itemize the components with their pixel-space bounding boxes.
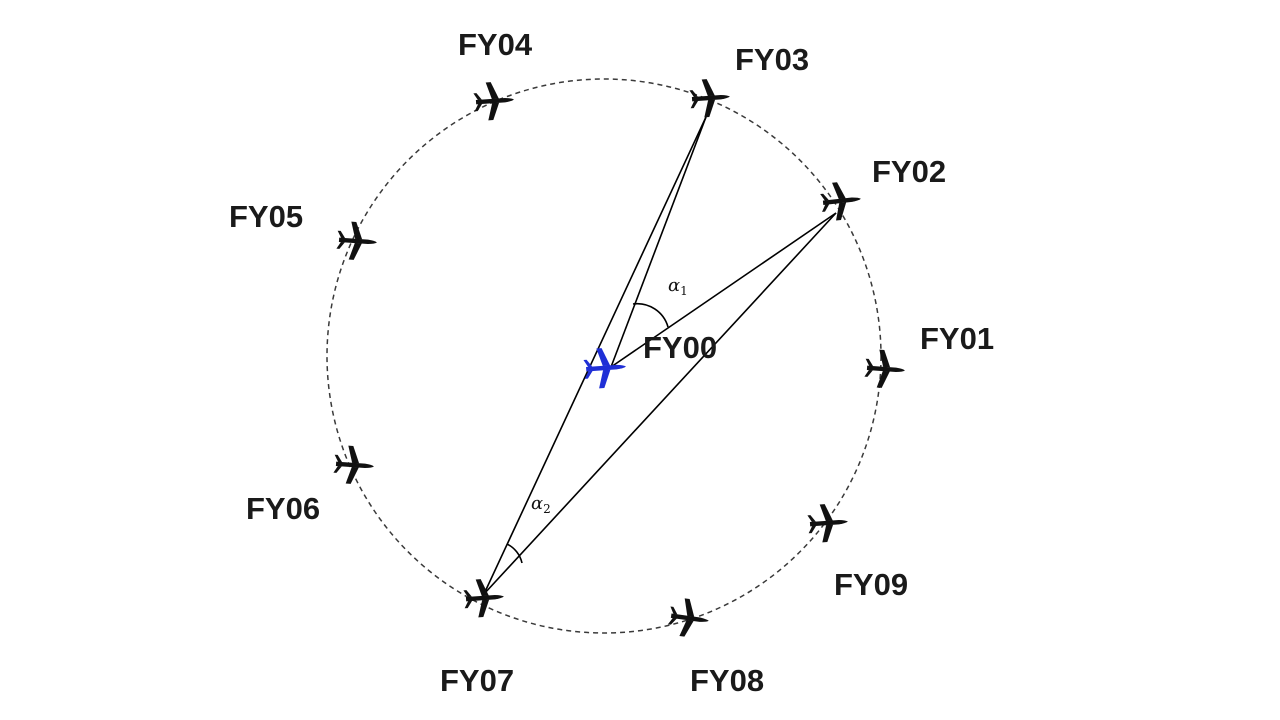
label-fy06: FY06 <box>246 491 320 526</box>
airplane-icon-fy03 <box>688 77 732 119</box>
airplane-icon-fy02 <box>819 179 863 222</box>
geometry-lines <box>483 116 837 595</box>
line-fy07-fy03 <box>483 116 707 595</box>
airplane-icon-fy09 <box>806 502 850 544</box>
angle-label-alpha2: α2 <box>531 493 551 516</box>
airplane-icon-fy06 <box>332 444 376 486</box>
label-fy04: FY04 <box>458 27 533 62</box>
label-fy02: FY02 <box>872 154 946 189</box>
aircraft-icons <box>332 77 907 640</box>
line-fy00-fy02 <box>610 212 837 368</box>
airplane-icon-fy01 <box>863 348 907 390</box>
label-fy09: FY09 <box>834 567 908 602</box>
line-fy00-fy03 <box>610 116 707 368</box>
label-fy03: FY03 <box>735 42 809 77</box>
line-fy07-fy02 <box>483 212 837 595</box>
angle-label-alpha1: α1 <box>668 275 688 298</box>
label-fy05: FY05 <box>229 199 303 234</box>
angle-arc-alpha2 <box>506 543 523 564</box>
label-fy08: FY08 <box>690 663 764 698</box>
label-fy07: FY07 <box>440 663 514 698</box>
label-fy01: FY01 <box>920 321 994 356</box>
airplane-icon-fy00 <box>582 346 628 390</box>
angle-arc-alpha1 <box>632 302 669 328</box>
airplane-icon-fy05 <box>335 220 379 262</box>
airplane-icon-fy08 <box>666 596 712 640</box>
label-fy00: FY00 <box>643 330 717 365</box>
airplane-icon-fy04 <box>472 80 516 122</box>
